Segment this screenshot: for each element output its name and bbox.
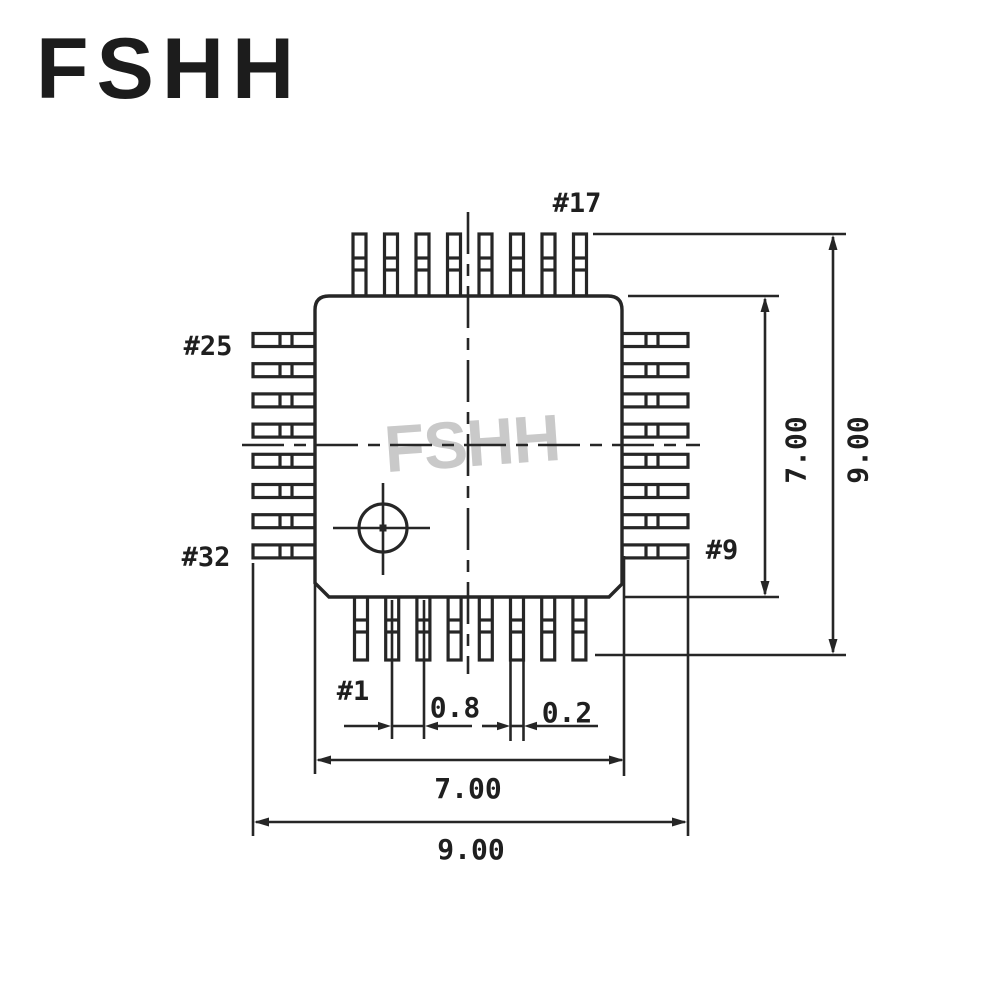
body-width-dimension-label: 7.00 [434,772,501,805]
arrow-left [316,755,331,765]
pin-1-label: #1 [337,676,370,707]
pin-32-label: #32 [182,542,231,573]
pitch-dimension-label: 0.8 [430,691,481,724]
dimension-lines [254,235,838,827]
pin [620,482,690,500]
pin1-center-dot [379,524,387,532]
pin [620,331,690,349]
pin [251,513,317,530]
pin [352,595,370,662]
pin [251,362,317,379]
body-height-dimension-label: 7.00 [780,416,813,483]
arrow-left [425,721,438,731]
pin [477,232,494,298]
extension-lines [251,232,846,836]
bottom-pins-group [352,595,588,662]
labels: #17 #25 #32 #9 #1 0.8 0.2 7.00 9.00 7.00… [182,188,875,866]
pin [571,595,588,662]
arrow-right [672,817,687,827]
pin [508,232,526,298]
pin [571,232,589,298]
pin [620,422,690,439]
pin [251,331,317,349]
center-lines [242,212,700,674]
overall-width-dimension-label: 9.00 [437,833,504,866]
arrow-down [760,581,770,596]
right-pins-group [620,331,690,560]
arrow-right [497,721,510,731]
pin [620,362,690,379]
pin1-indicator [333,483,430,575]
pin [351,232,368,298]
pin [414,232,431,298]
arrow-right [378,721,391,731]
pin [477,595,494,662]
top-pins-group [351,232,589,298]
pin [251,543,317,560]
left-pins-group [251,331,317,560]
arrow-up [828,235,838,250]
overall-height-dimension-label: 9.00 [842,416,875,483]
pin [251,482,317,500]
pin-17-label: #17 [553,188,602,219]
arrow-left [524,721,537,731]
pin [540,232,557,298]
pin [508,595,526,662]
pin [620,452,690,469]
pin [620,513,690,530]
brand-logo-text: FSHH [36,21,303,117]
pin [251,392,317,409]
watermark-text: FSHH [382,400,562,486]
pin-25-label: #25 [184,331,233,362]
pin [382,232,400,298]
arrow-down [828,639,838,654]
pin [445,232,463,298]
pin-9-label: #9 [706,535,739,566]
arrow-right [609,755,624,765]
pin [620,543,690,560]
pin [540,595,557,662]
leadwidth-dimension-label: 0.2 [542,696,593,729]
pin [251,452,317,469]
arrow-left [254,817,269,827]
pin [620,392,690,409]
pin [251,422,317,439]
arrow-up [760,297,770,312]
pin [446,595,463,662]
